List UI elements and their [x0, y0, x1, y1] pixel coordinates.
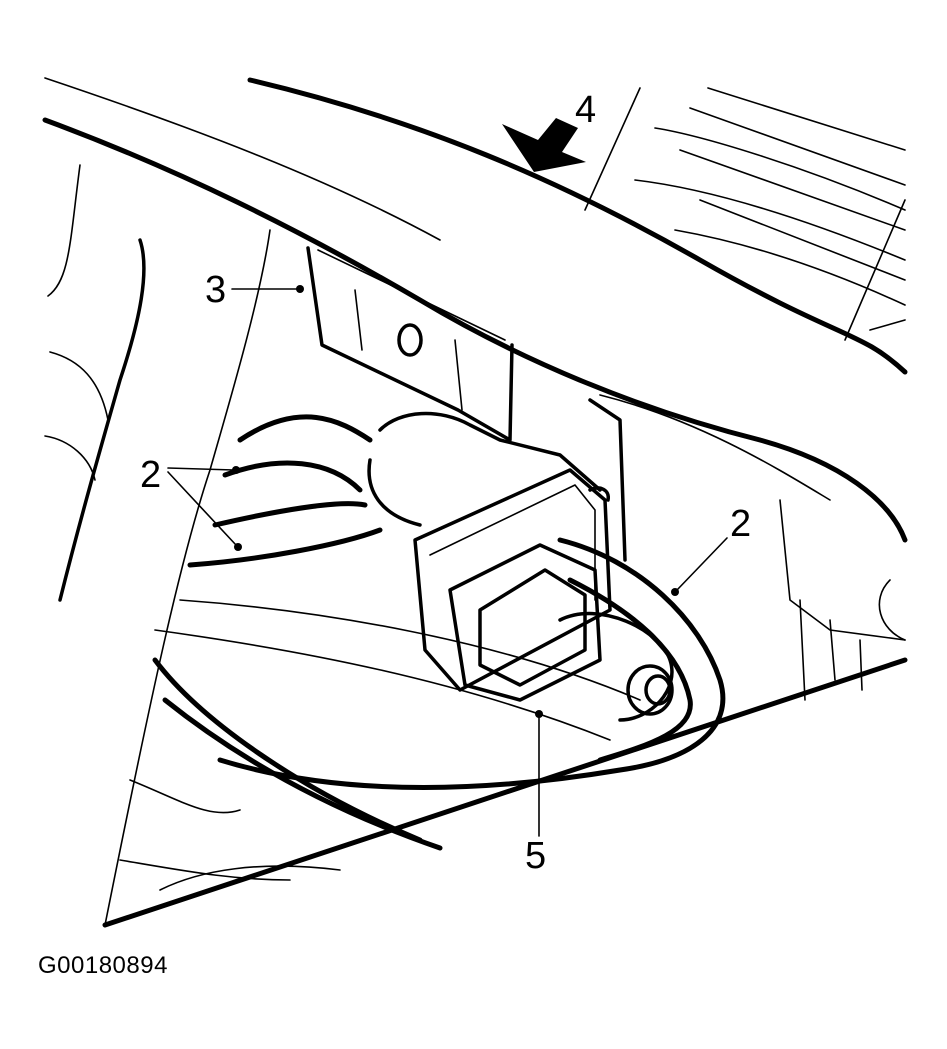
callout-labels: 3 2 2 4 5 [140, 89, 751, 877]
callout-5: 5 [525, 835, 546, 877]
upper-panel [42, 77, 908, 543]
mounting-bracket [306, 246, 514, 442]
lower-trim [58, 229, 908, 928]
leader-lines [167, 285, 728, 837]
wiring-harness [152, 414, 726, 851]
direction-arrow [502, 118, 586, 172]
callout-2-right: 2 [730, 503, 751, 545]
vent-grille [584, 87, 906, 341]
callout-4: 4 [575, 89, 596, 131]
right-lower-mechanism [588, 394, 906, 701]
sensor-module [367, 411, 674, 722]
callout-3: 3 [205, 269, 226, 311]
figure-id: G00180894 [38, 952, 168, 979]
callout-2-left: 2 [140, 454, 161, 496]
